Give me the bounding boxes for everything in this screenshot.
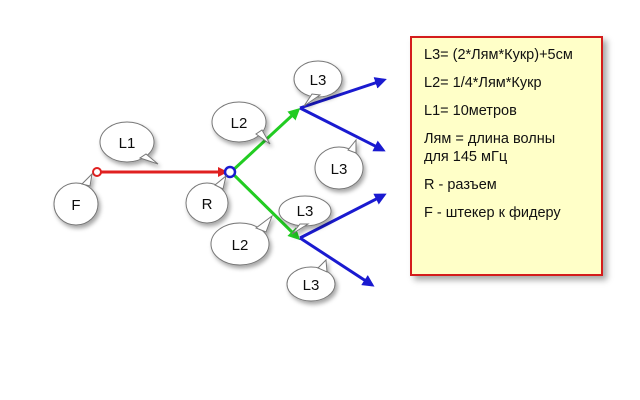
callout-l1: L1 bbox=[99, 121, 159, 165]
legend-list: L3= (2*Лям*Кукр)+5см L2= 1/4*Лям*Кукр L1… bbox=[424, 46, 591, 222]
label-l2-upper: L2 bbox=[231, 115, 248, 132]
legend-line-f: F - штекер к фидеру bbox=[424, 205, 561, 221]
plug-f-node bbox=[92, 167, 102, 177]
callout-l3-top: L3 bbox=[293, 60, 343, 107]
label-l3-lower-upper: L3 bbox=[297, 203, 314, 220]
callout-l3-lower-upper: L3 bbox=[278, 195, 332, 235]
label-l2-lower: L2 bbox=[232, 237, 249, 254]
legend-line-r: R - разъем bbox=[424, 177, 497, 193]
label-l1: L1 bbox=[119, 135, 136, 152]
l3-arm-upper-a bbox=[299, 77, 387, 110]
callout-l3-middle: L3 bbox=[314, 138, 364, 190]
callout-l2-upper: L2 bbox=[211, 101, 271, 145]
l2-arm-upper bbox=[229, 107, 301, 174]
legend-box: L3= (2*Лям*Кукр)+5см L2= 1/4*Лям*Кукр L1… bbox=[410, 36, 603, 276]
legend-line-l2: L2= 1/4*Лям*Кукр bbox=[424, 75, 542, 91]
legend-line-wavelength: Лям = длина волны для 145 мГц bbox=[424, 131, 556, 165]
l3-arm-lower-a bbox=[299, 193, 387, 240]
legend-line-l3: L3= (2*Лям*Кукр)+5см bbox=[424, 47, 573, 63]
connector-r-node bbox=[223, 165, 237, 179]
l3-arm-upper-b bbox=[299, 106, 386, 152]
label-f: F bbox=[71, 197, 80, 214]
legend-line-l1: L1= 10метров bbox=[424, 103, 517, 119]
label-r: R bbox=[202, 196, 213, 213]
label-l3-middle: L3 bbox=[331, 161, 348, 178]
callout-l3-bottom: L3 bbox=[286, 258, 336, 302]
l3-arm-lower-b bbox=[299, 236, 375, 287]
label-l3-top: L3 bbox=[310, 72, 327, 89]
l2-arm-lower bbox=[229, 170, 301, 241]
callout-r: R bbox=[185, 174, 229, 224]
label-l3-bottom: L3 bbox=[303, 277, 320, 294]
callout-f: F bbox=[53, 172, 99, 226]
callout-l2-lower: L2 bbox=[210, 214, 274, 266]
